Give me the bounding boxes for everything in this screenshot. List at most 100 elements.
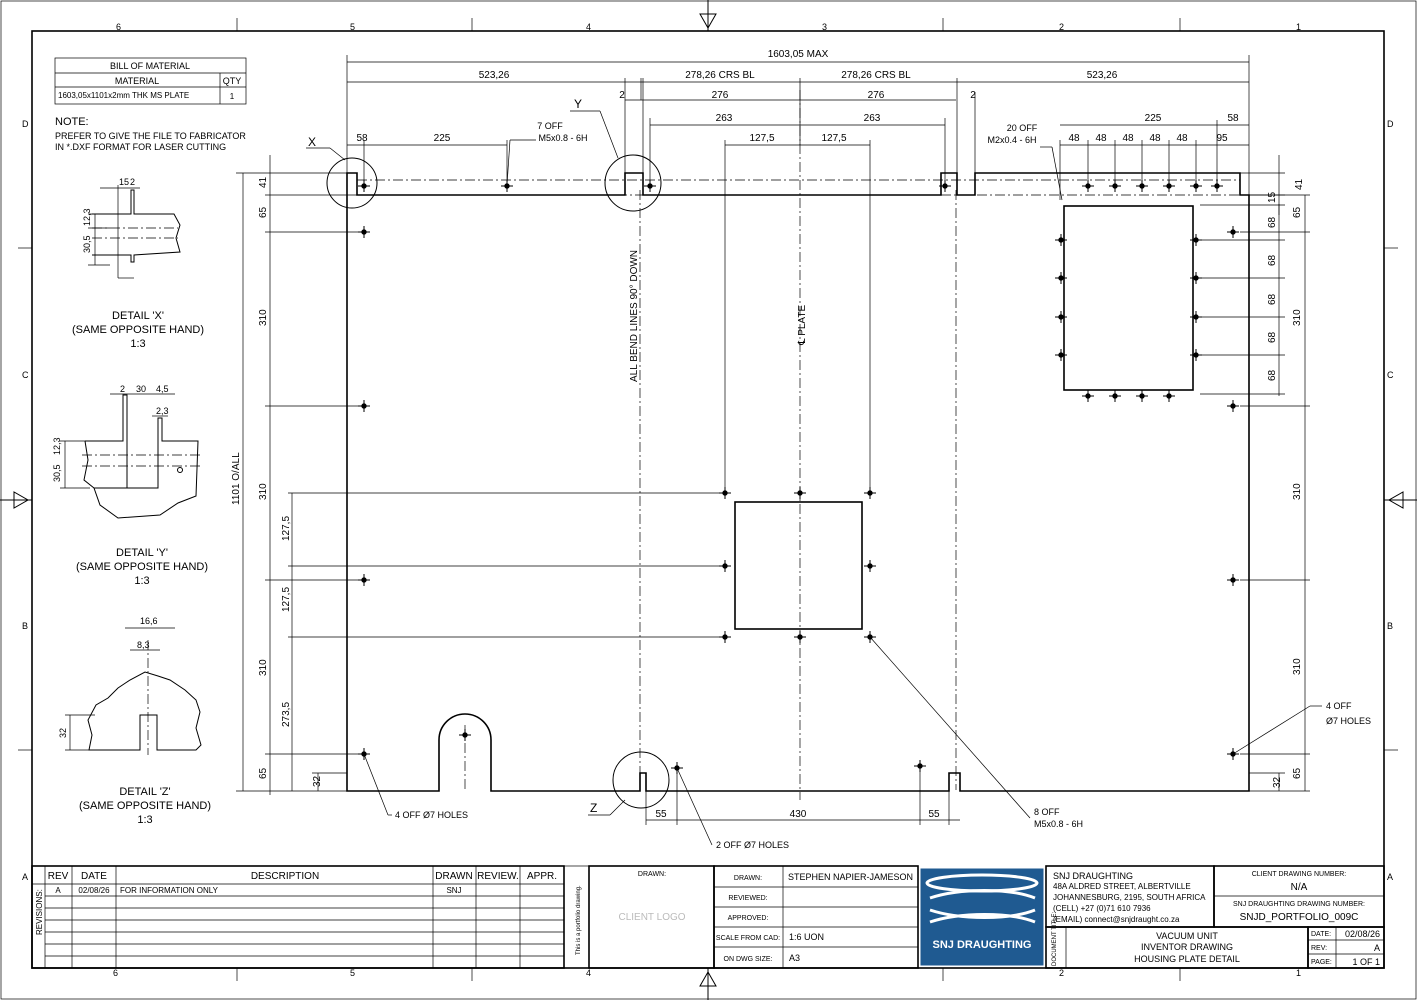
client-drawn-label: DRAWN: xyxy=(638,871,666,878)
page-label: PAGE: xyxy=(1311,959,1332,966)
zone-row-c: C xyxy=(22,370,29,380)
dwg-size-label: ON DWG SIZE: xyxy=(724,956,773,963)
dim-slot-276-right: 276 xyxy=(868,90,885,101)
dim-top-523-left: 523,26 xyxy=(479,70,510,81)
top-dimensions xyxy=(346,55,1250,495)
drawn-value: STEPHEN NAPIER-JAMESON xyxy=(788,872,913,882)
bom-title: BILL OF MATERIAL xyxy=(110,61,190,71)
callout-4off-right-holes: Ø7 HOLES xyxy=(1326,716,1371,726)
centerline-plate-label: ℄ PLATE xyxy=(797,305,808,346)
zone-col-6: 6 xyxy=(116,22,121,32)
detail-x-subtitle: (SAME OPPOSITE HAND) xyxy=(72,324,204,336)
detail-y-title: DETAIL 'Y' xyxy=(116,547,168,559)
detail-z-dim-8-3: 8,3 xyxy=(137,640,150,650)
doc-title-line-3: HOUSING PLATE DETAIL xyxy=(1134,954,1240,964)
callout-2off: 2 OFF Ø7 HOLES xyxy=(716,840,789,850)
rev-header-appr: APPR. xyxy=(527,871,557,882)
dim-left-310-c: 310 xyxy=(258,659,269,676)
hole-marker xyxy=(1082,390,1094,402)
rev-row-rev: A xyxy=(55,886,61,895)
bend-lines-note: ALL BEND LINES 90° DOWN xyxy=(629,250,640,382)
detail-y-dim-2-3: 2,3 xyxy=(156,406,169,416)
dim-right-68-d: 68 xyxy=(1267,331,1278,343)
scale-value: 1:6 UON xyxy=(789,932,824,942)
dim-right-65-bottom: 65 xyxy=(1292,767,1303,779)
dim-left-310-b: 310 xyxy=(258,483,269,500)
detail-z-marker xyxy=(612,751,670,809)
dim-right-310-c: 310 xyxy=(1292,658,1303,675)
detail-z-title: DETAIL 'Z' xyxy=(119,786,170,798)
left-dimensions xyxy=(236,155,725,795)
callout-8off-qty: 8 OFF xyxy=(1034,807,1060,817)
hole-marker xyxy=(1055,272,1067,284)
detail-x-scale: 1:3 xyxy=(130,338,145,350)
dim-m2-48-1: 48 xyxy=(1068,133,1080,144)
dwg-size-value: A3 xyxy=(789,953,800,963)
rev-header-drawn: DRAWN xyxy=(435,871,472,882)
detail-y-dim-4-5: 4,5 xyxy=(156,384,169,394)
zone-row-d-right: D xyxy=(1387,119,1394,129)
hole-marker xyxy=(459,729,471,741)
dim-right-32: 32 xyxy=(1272,776,1283,788)
right-dimensions xyxy=(1200,155,1310,792)
rev-row-desc: FOR INFORMATION ONLY xyxy=(120,886,219,895)
hole-marker xyxy=(1109,390,1121,402)
snj-logo: SNJ DRAUGHTING xyxy=(919,867,1045,967)
detail-y-scale: 1:3 xyxy=(134,575,149,587)
detail-y-label: Y xyxy=(574,97,582,111)
company-cell: (CELL) +27 (0)71 610 7936 xyxy=(1053,904,1151,913)
dim-bottom-55-right: 55 xyxy=(928,809,940,820)
company-address-1: 48A ALDRED STREET, ALBERTVILLE xyxy=(1053,882,1191,891)
dim-left-127-a: 127,5 xyxy=(281,516,292,541)
dim-center-263-left: 263 xyxy=(716,113,733,124)
detail-x-marker xyxy=(326,157,378,209)
zone-row-b: B xyxy=(22,621,28,631)
doc-title-line-1: VACUUM UNIT xyxy=(1156,931,1218,941)
dim-bottom-55-left: 55 xyxy=(655,809,667,820)
dim-right-15: 15 xyxy=(1267,191,1278,203)
reviewed-label: REVIEWED: xyxy=(728,895,767,902)
hole-marker xyxy=(1163,390,1175,402)
detail-x-dim-2: 2 xyxy=(130,177,135,187)
dim-hole-58-left: 58 xyxy=(356,133,368,144)
dim-hole-225-left: 225 xyxy=(434,133,451,144)
dim-overall-height: 1101 O/ALL xyxy=(231,452,242,505)
hole-marker xyxy=(864,560,876,572)
rev-label: REV: xyxy=(1311,945,1327,952)
bom-row-material: 1603,05x1101x2mm THK MS PLATE xyxy=(58,91,189,100)
dim-top-278-left: 278,26 CRS BL xyxy=(685,70,755,81)
dim-m2-48-4: 48 xyxy=(1149,133,1161,144)
hole-marker xyxy=(1227,226,1239,238)
bom-row-qty: 1 xyxy=(230,92,235,101)
detail-x-dim-12-3: 12,3 xyxy=(82,208,92,226)
drawn-label: DRAWN: xyxy=(734,875,762,882)
dim-right-310-a: 310 xyxy=(1292,309,1303,326)
detail-x-label: X xyxy=(308,135,316,149)
dim-right-68-e: 68 xyxy=(1267,369,1278,381)
rev-value: A xyxy=(1374,943,1380,953)
detail-z-view: 16,6 8,3 32 DETAIL 'Z' (SAME OPPOSITE HA… xyxy=(58,616,211,826)
client-dwg-value: N/A xyxy=(1291,882,1308,893)
date-rev-page-block: DATE: 02/08/26 REV: A PAGE: 1 OF 1 xyxy=(1307,926,1385,969)
zone-col-1: 1 xyxy=(1296,22,1301,32)
zone-col-5: 5 xyxy=(350,22,355,32)
zone-col-1-bottom: 1 xyxy=(1296,968,1301,978)
dim-right-68-c: 68 xyxy=(1267,293,1278,305)
rev-header-date: DATE xyxy=(81,871,107,882)
bom-header-material: MATERIAL xyxy=(115,76,159,86)
dim-center-127-right: 127,5 xyxy=(821,133,846,144)
dim-center-127-left: 127,5 xyxy=(749,133,774,144)
bom-table: BILL OF MATERIAL MATERIAL QTY 1603,05x11… xyxy=(54,57,247,105)
detail-y-view: 2 30 4,5 2,3 12,3 30,5 DETAIL 'Y' (SAME … xyxy=(52,384,208,587)
detail-x-dim-15: 15 xyxy=(119,177,129,187)
note-line-2: IN *.DXF FORMAT FOR LASER CUTTING xyxy=(55,142,226,152)
zone-col-4: 4 xyxy=(586,22,591,32)
zone-col-4-bottom: 4 xyxy=(586,968,591,978)
dim-right-41: 41 xyxy=(1294,178,1305,190)
dim-right-68-a: 68 xyxy=(1267,216,1278,228)
detail-z-dim-16-6: 16,6 xyxy=(140,616,158,626)
company-name: SNJ DRAUGHTING xyxy=(1053,871,1133,881)
revision-table: REVISIONS: REV DATE DESCRIPTION DRAWN RE… xyxy=(31,865,565,969)
company-email: (EMAIL) connect@snjdraught.co.za xyxy=(1053,915,1180,924)
